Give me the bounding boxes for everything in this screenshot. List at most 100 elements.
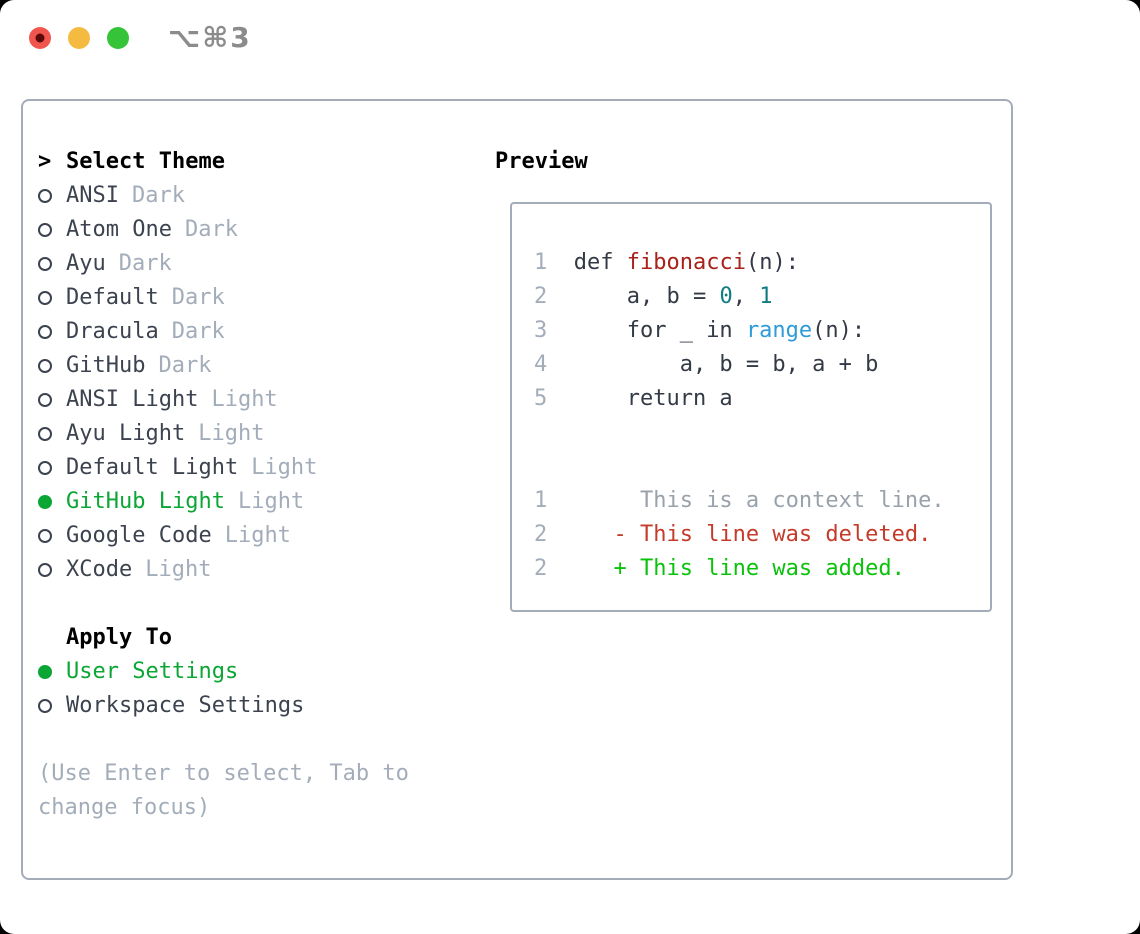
radio-unselected-icon (38, 699, 66, 713)
keyboard-hint: (Use Enter to select, Tab to change focu… (38, 761, 409, 820)
theme-variant-tag: Dark (171, 285, 225, 310)
preview-header-row: Preview (495, 145, 588, 179)
prompt-caret-icon: > (38, 149, 52, 174)
option-label: XCode (66, 557, 133, 582)
option-label: Ayu (66, 251, 106, 276)
code-segment-plain: (n): (812, 318, 866, 343)
code-line: 5 return a (534, 382, 990, 416)
radio-unselected-icon (38, 427, 66, 441)
code-segment-function: fibonacci (626, 250, 746, 275)
close-dot-icon (35, 33, 45, 43)
option-label: Default (66, 285, 159, 310)
line-number: 3 (534, 318, 548, 343)
spacer (38, 587, 438, 621)
line-number: 4 (534, 352, 548, 377)
code-line: 1 def fibonacci(n): (534, 246, 990, 280)
theme-variant-tag: Dark (171, 319, 225, 344)
theme-option-google-code[interactable]: Google Code Light (38, 519, 438, 553)
theme-option-default[interactable]: Default Dark (38, 281, 438, 315)
code-line: 4 a, b = b, a + b (534, 348, 990, 382)
code-segment-builtin: range (745, 318, 813, 343)
theme-option-atom-one[interactable]: Atom One Dark (38, 213, 438, 247)
window-title: ⌥⌘3 (168, 21, 252, 54)
diff-line: 2 + This line was added. (534, 552, 990, 586)
option-label: GitHub Light (66, 489, 225, 514)
code-segment-plain: def (547, 250, 627, 275)
theme-variant-tag: Dark (184, 217, 238, 242)
theme-option-ayu[interactable]: Ayu Dark (38, 247, 438, 281)
theme-variant-tag: Light (198, 421, 265, 446)
apply-to-header: Apply To (38, 621, 438, 655)
theme-variant-tag: Dark (131, 183, 185, 208)
option-label: Default Light (66, 455, 239, 480)
theme-variant-tag: Light (145, 557, 212, 582)
radio-unselected-icon (38, 325, 66, 339)
code-segment-plain: (n): (745, 250, 799, 275)
option-label: Dracula (66, 319, 159, 344)
diff-line: 1 This is a context line. (534, 484, 990, 518)
radio-unselected-icon (38, 393, 66, 407)
code-segment-number: 0 (719, 284, 733, 309)
option-label: Ayu Light (66, 421, 186, 446)
radio-selected-icon (38, 665, 66, 679)
code-segment-plain: for _ in (547, 318, 746, 343)
theme-option-ansi-light[interactable]: ANSI Light Light (38, 383, 438, 417)
radio-unselected-icon (38, 189, 66, 203)
zoom-button[interactable] (107, 27, 129, 49)
code-segment-number: 1 (759, 284, 773, 309)
theme-variant-tag: Dark (158, 353, 212, 378)
theme-variant-tag: Light (237, 489, 305, 514)
line-number: 2 (534, 522, 548, 547)
code-segment-plain: a, b = b, a + b (547, 352, 879, 377)
theme-variant-tag: Light (211, 387, 278, 412)
theme-variant-tag: Dark (118, 251, 172, 276)
code-segment-plain: return a (547, 386, 733, 411)
option-label: ANSI (66, 183, 119, 208)
option-label: GitHub (66, 353, 146, 378)
option-label: Google Code (66, 523, 212, 548)
line-number: 1 (534, 250, 548, 275)
line-number: 2 (534, 556, 548, 581)
theme-option-xcode[interactable]: XCode Light (38, 553, 438, 587)
radio-unselected-icon (38, 563, 66, 577)
radio-selected-icon (38, 495, 66, 509)
option-label: User Settings (66, 659, 239, 684)
apply-option-user-settings[interactable]: User Settings (38, 655, 438, 689)
code-segment-deleted: - This line was deleted. (547, 522, 932, 547)
radio-unselected-icon (38, 529, 66, 543)
radio-unselected-icon (38, 223, 66, 237)
minimize-button[interactable] (68, 27, 90, 49)
diff-line: 2 - This line was deleted. (534, 518, 990, 552)
option-label: Workspace Settings (66, 693, 305, 718)
radio-unselected-icon (38, 291, 66, 305)
code-line: 3 for _ in range(n): (534, 314, 990, 348)
apply-option-workspace-settings[interactable]: Workspace Settings (38, 689, 438, 723)
close-button[interactable] (29, 27, 51, 49)
theme-variant-tag: Light (224, 523, 291, 548)
line-number: 5 (534, 386, 548, 411)
diff-preview-block: 1 This is a context line.2 - This line w… (534, 484, 990, 586)
apply-to-title: Apply To (66, 625, 172, 650)
code-line: 2 a, b = 0, 1 (534, 280, 990, 314)
select-theme-title: Select Theme (66, 149, 225, 174)
option-label: ANSI Light (66, 387, 199, 412)
theme-option-ayu-light[interactable]: Ayu Light Light (38, 417, 438, 451)
line-number: 2 (534, 284, 548, 309)
theme-option-dracula[interactable]: Dracula Dark (38, 315, 438, 349)
option-label: Atom One (66, 217, 172, 242)
theme-option-github[interactable]: GitHub Dark (38, 349, 438, 383)
preview-title: Preview (495, 149, 588, 174)
theme-option-ansi[interactable]: ANSI Dark (38, 179, 438, 213)
theme-option-github-light[interactable]: GitHub Light Light (38, 485, 438, 519)
code-segment-plain: a, b = (547, 284, 720, 309)
radio-unselected-icon (38, 359, 66, 373)
code-segment-context: This is a context line. (547, 488, 945, 513)
